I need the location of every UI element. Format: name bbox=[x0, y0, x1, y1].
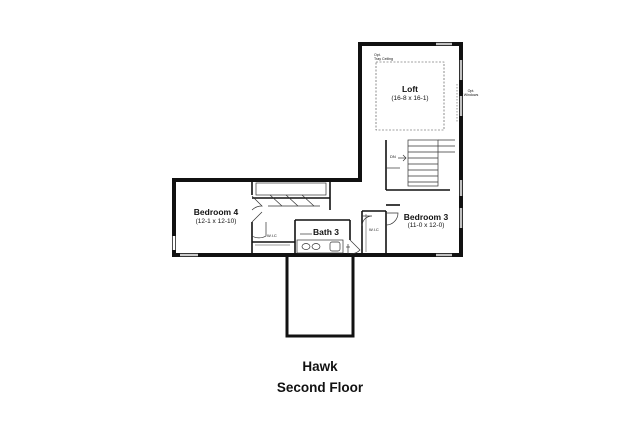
garage-roof-outline bbox=[285, 253, 355, 338]
bath-fixtures bbox=[296, 239, 350, 254]
room-dims-loft: (16-8 x 16-1) bbox=[391, 95, 429, 102]
ceiling-note-line-2: Tray Ceiling bbox=[374, 57, 394, 62]
hall-closet bbox=[255, 182, 327, 207]
ceiling-note-line-1: Opt. bbox=[374, 53, 381, 57]
room-name-bedroom-3: Bedroom 3 bbox=[403, 212, 449, 222]
room-dims-bedroom-3: (11-0 x 12-0) bbox=[407, 222, 445, 229]
closet-label-bedroom-4: W.I.C bbox=[267, 233, 277, 238]
plan-subtitle: Second Floor bbox=[276, 380, 364, 395]
room-name-bath-3: Bath 3 bbox=[313, 227, 339, 237]
staircase bbox=[386, 139, 455, 187]
door-swings bbox=[251, 195, 399, 255]
tray-ceiling-outline bbox=[375, 61, 445, 131]
interior-walls bbox=[251, 140, 450, 255]
window-ticks bbox=[180, 42, 463, 257]
closet-label-bedroom-3: W.I.C bbox=[369, 227, 379, 232]
loft-ceiling-note: Opt. Tray Ceiling bbox=[374, 53, 393, 61]
exterior-walls bbox=[172, 42, 463, 257]
loft-window-note: Opt. Windows bbox=[462, 89, 480, 97]
closet-shelves bbox=[255, 214, 367, 252]
room-name-bedroom-4: Bedroom 4 bbox=[193, 207, 239, 217]
stairs-down-label: DN bbox=[390, 154, 396, 159]
window-note-line-1: Opt. bbox=[467, 89, 475, 93]
plan-title: Hawk bbox=[302, 359, 338, 374]
room-name-loft: Loft bbox=[401, 84, 419, 94]
windows bbox=[172, 42, 463, 257]
room-dims-bedroom-4: (12-1 x 12-10) bbox=[195, 218, 237, 225]
window-note-line-2: Windows bbox=[463, 93, 479, 98]
